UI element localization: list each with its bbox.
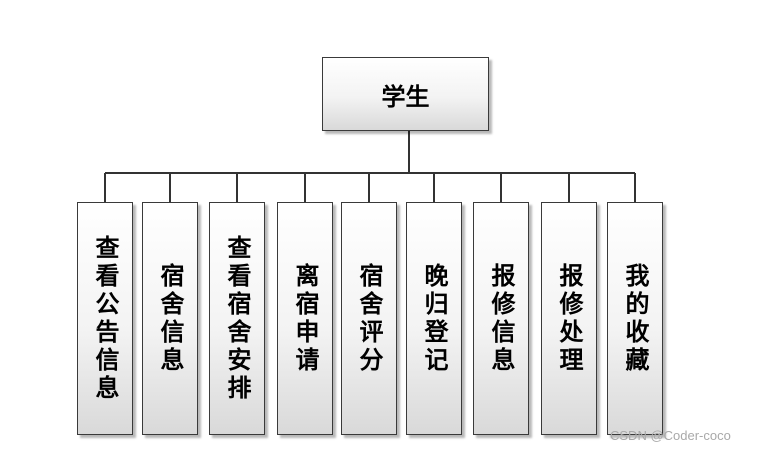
root-node: 学生 bbox=[322, 57, 489, 131]
child-node-label: 报修信息 bbox=[487, 262, 515, 375]
child-node: 查看宿舍安排 bbox=[209, 202, 265, 435]
root-node-label: 学生 bbox=[381, 82, 430, 111]
child-node: 报修处理 bbox=[541, 202, 597, 435]
child-node-label: 宿舍信息 bbox=[156, 262, 184, 375]
child-node: 晚归登记 bbox=[406, 202, 462, 435]
child-node: 我的收藏 bbox=[607, 202, 663, 435]
child-node-label: 离宿申请 bbox=[291, 262, 319, 375]
child-node: 宿舍信息 bbox=[142, 202, 198, 435]
child-node: 宿舍评分 bbox=[341, 202, 397, 435]
child-node-label: 查看公告信息 bbox=[91, 234, 119, 403]
child-node: 报修信息 bbox=[473, 202, 529, 435]
child-node-label: 晚归登记 bbox=[420, 262, 448, 375]
child-node-label: 报修处理 bbox=[555, 262, 583, 375]
child-node: 离宿申请 bbox=[277, 202, 333, 435]
child-node: 查看公告信息 bbox=[77, 202, 133, 435]
child-node-label: 查看宿舍安排 bbox=[223, 234, 251, 403]
watermark: CSDN @Coder-coco bbox=[610, 428, 731, 443]
child-node-label: 我的收藏 bbox=[621, 262, 649, 375]
child-node-label: 宿舍评分 bbox=[355, 262, 383, 375]
